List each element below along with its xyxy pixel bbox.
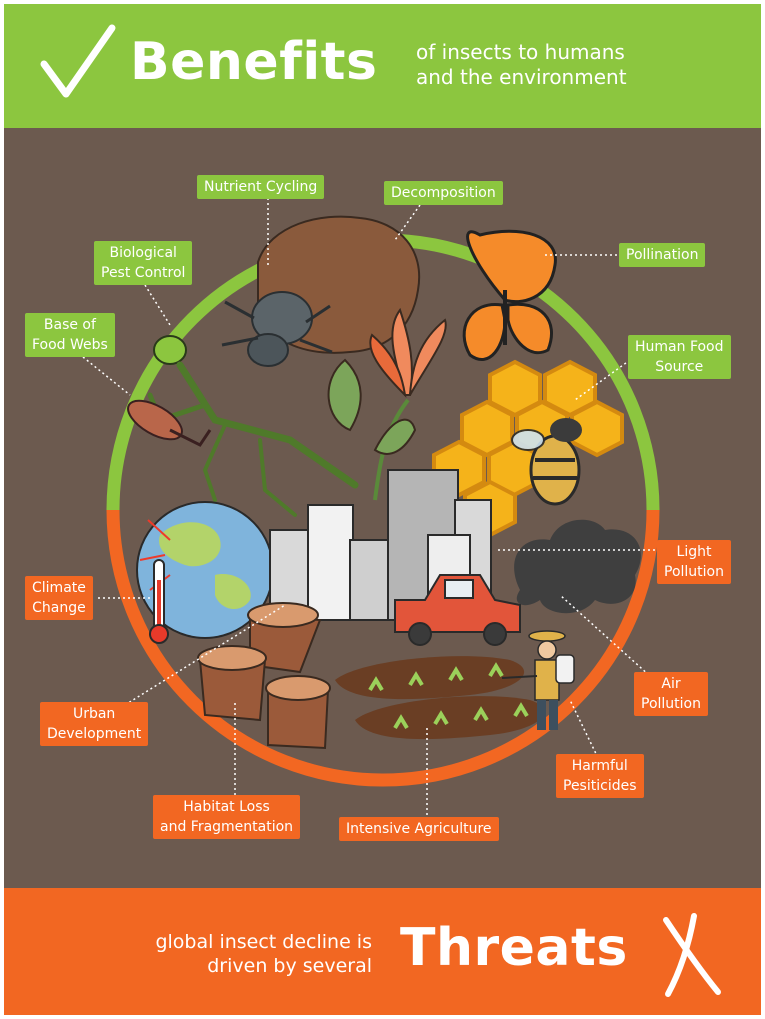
label-habitat-line1: Habitat Loss [183, 799, 270, 815]
crop-field [335, 656, 545, 740]
label-decomposition: Decomposition [384, 181, 503, 205]
label-human-food-line1: Human Food [635, 339, 724, 355]
benefits-subtitle: of insects to humans and the environment [416, 40, 716, 90]
label-climate-line2: Change [32, 600, 86, 616]
label-air-line1: Air [661, 676, 681, 692]
threats-subtitle-line1: global insect decline is [155, 931, 372, 953]
label-urban-development: Urban Development [40, 702, 149, 746]
label-base-of-food-webs: Base of Food Webs [25, 313, 115, 357]
label-climate-change: Climate Change [25, 576, 93, 620]
label-light-line2: Pollution [664, 564, 724, 580]
label-biological-line1: Biological [109, 245, 177, 261]
label-biological-line2: Pest Control [101, 265, 186, 281]
label-climate-line1: Climate [32, 580, 86, 596]
label-base-line1: Base of [43, 317, 96, 333]
threats-subtitle: global insect decline is driven by sever… [96, 930, 372, 978]
car-icon [394, 574, 521, 646]
label-habitat-line2: and Fragmentation [160, 819, 294, 835]
smoke-cloud [514, 519, 641, 614]
label-light-line1: Light [676, 544, 712, 560]
checkmark-icon [40, 24, 116, 98]
threats-title: Threats [400, 918, 628, 978]
grasshopper-icon [127, 399, 212, 447]
threats-arc [106, 509, 660, 787]
label-light-pollution: Light Pollution [657, 540, 731, 584]
label-intensive-agriculture: Intensive Agriculture [339, 817, 499, 841]
label-habitat-loss: Habitat Loss and Fragmentation [153, 795, 301, 839]
label-biological-pest-control: Biological Pest Control [94, 241, 193, 285]
label-pesticides-line2: Pesiticides [563, 778, 637, 794]
butterfly-icon [462, 229, 557, 361]
beetle-icon [221, 291, 333, 367]
flower-icon [327, 307, 447, 501]
earth-icon [136, 501, 274, 639]
label-air-pollution: Air Pollution [634, 672, 708, 716]
x-mark-icon [663, 913, 721, 997]
benefits-subtitle-line2: and the environment [416, 65, 627, 89]
label-urban-line1: Urban [72, 706, 116, 722]
label-pollination: Pollination [619, 243, 706, 267]
leader-lines [82, 198, 661, 815]
label-harmful-pesticides: Harmful Pesiticides [556, 754, 644, 798]
label-human-food-line2: Source [655, 359, 704, 375]
threats-footer [4, 888, 761, 1015]
benefits-title: Benefits [130, 32, 378, 92]
tree-stumps [197, 602, 331, 750]
label-urban-line2: Development [47, 726, 142, 742]
label-human-food-source: Human Food Source [628, 335, 731, 379]
farmer-icon [501, 630, 575, 730]
label-air-line2: Pollution [641, 696, 701, 712]
bee-icon [511, 418, 582, 506]
threats-subtitle-line2: driven by several [207, 955, 372, 977]
thermometer-icon [149, 559, 169, 644]
label-base-line2: Food Webs [32, 337, 108, 353]
label-pesticides-line1: Harmful [571, 758, 628, 774]
label-nutrient-cycling: Nutrient Cycling [197, 175, 325, 199]
benefits-subtitle-line1: of insects to humans [416, 40, 625, 64]
benefits-header [4, 4, 761, 128]
